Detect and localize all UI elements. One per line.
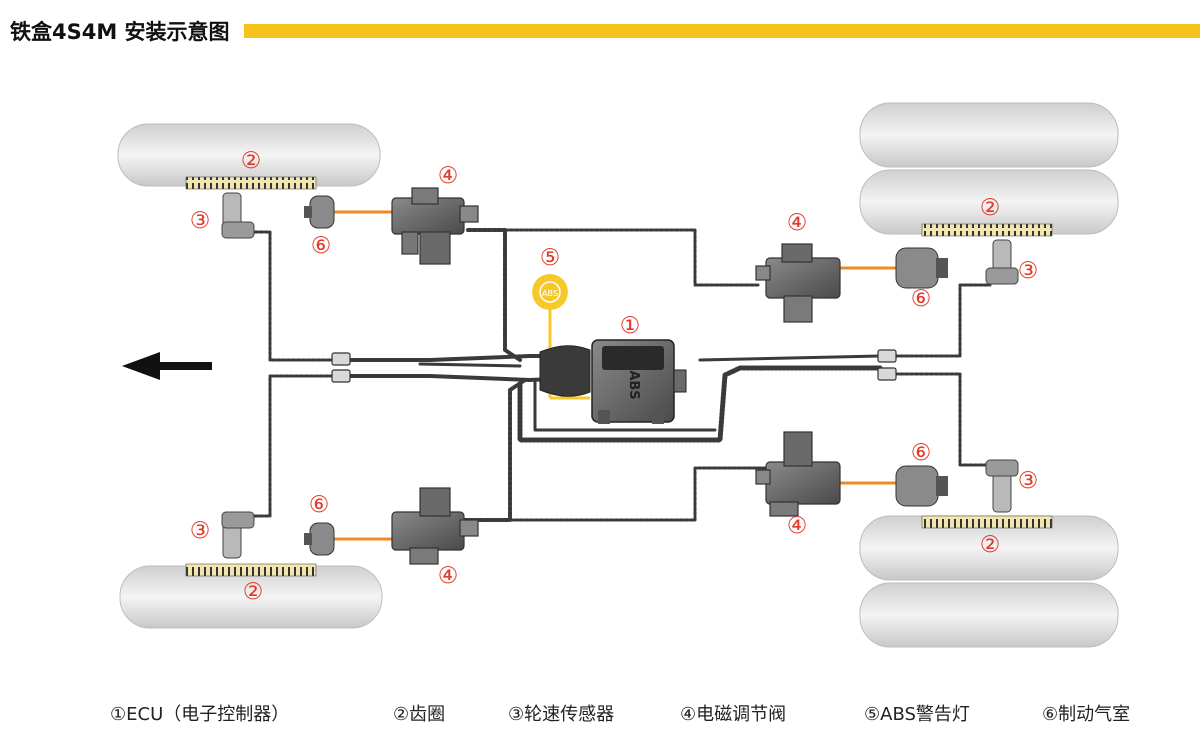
callout-valve-fr: ④	[787, 210, 808, 236]
legend-item-valve: ④电磁调节阀	[680, 704, 787, 725]
harness-connectors	[331, 349, 897, 383]
callout-valve-rr: ④	[787, 513, 808, 539]
brake-chamber-front-left	[304, 195, 335, 229]
callout-sensor-rl: ③	[190, 518, 211, 544]
callout-sensor-fl: ③	[190, 208, 211, 234]
page-title: 铁盒4S4M 安装示意图	[10, 20, 244, 44]
callout-chamber-rl: ⑥	[309, 492, 330, 518]
solenoid-valve-front-left	[391, 187, 479, 265]
brake-chamber-front-right	[895, 247, 948, 289]
brake-chamber-rear-left	[304, 522, 335, 556]
callout-tone-ring-rl: ②	[243, 579, 264, 605]
callout-tone-ring-fr: ②	[980, 195, 1001, 221]
legend-item-sensor: ③轮速传感器	[508, 704, 615, 725]
tone-ring-front-left	[185, 176, 317, 190]
callout-chamber-fl: ⑥	[311, 233, 332, 259]
callout-ecu: ①	[620, 313, 641, 339]
tire-front-right-outer	[859, 102, 1119, 168]
wheel-speed-sensor-front-right	[985, 239, 1019, 285]
tone-ring-rear-left	[185, 563, 317, 577]
callout-sensor-rr: ③	[1018, 468, 1039, 494]
title-bar: 铁盒4S4M 安装示意图	[0, 18, 1200, 48]
wheel-speed-sensor-front-left	[221, 192, 255, 239]
solenoid-valve-rear-right	[755, 431, 841, 517]
callout-tone-ring-rr: ②	[980, 532, 1001, 558]
wheel-speed-sensor-rear-left	[221, 511, 255, 559]
solenoid-valve-rear-left	[391, 487, 479, 565]
legend-item-tone-ring: ②齿圈	[393, 704, 446, 725]
brake-chamber-rear-right	[895, 465, 948, 507]
title-accent-stripe	[10, 24, 1200, 38]
callout-lamp: ⑤	[540, 245, 561, 271]
arrow-left-icon	[122, 352, 212, 380]
legend-item-lamp: ⑤ABS警告灯	[864, 704, 970, 725]
solenoid-valve-front-right	[755, 243, 841, 323]
callout-chamber-fr: ⑥	[911, 286, 932, 312]
legend-item-chamber: ⑥制动气室	[1042, 704, 1131, 725]
callout-valve-rl: ④	[438, 563, 459, 589]
wiring-harness	[248, 228, 992, 522]
ecu-unit: ABS	[539, 339, 687, 424]
abs-lamp-label: ABS	[542, 289, 558, 298]
callout-valve-fl: ④	[438, 163, 459, 189]
legend: ①ECU（电子控制器） ②齿圈 ③轮速传感器 ④电磁调节阀 ⑤ABS警告灯 ⑥制…	[110, 700, 1200, 730]
legend-item-ecu: ①ECU（电子控制器）	[110, 704, 290, 725]
callout-tone-ring-fl: ②	[241, 148, 262, 174]
callout-sensor-fr: ③	[1018, 258, 1039, 284]
wheel-speed-sensor-rear-right	[985, 459, 1019, 513]
air-lines	[333, 210, 898, 541]
ecu-brand-label: ABS	[626, 370, 641, 399]
tone-ring-front-right	[921, 223, 1053, 237]
callout-chamber-rr: ⑥	[911, 440, 932, 466]
tone-ring-rear-right	[921, 515, 1053, 529]
tire-rear-right-outer	[859, 582, 1119, 648]
